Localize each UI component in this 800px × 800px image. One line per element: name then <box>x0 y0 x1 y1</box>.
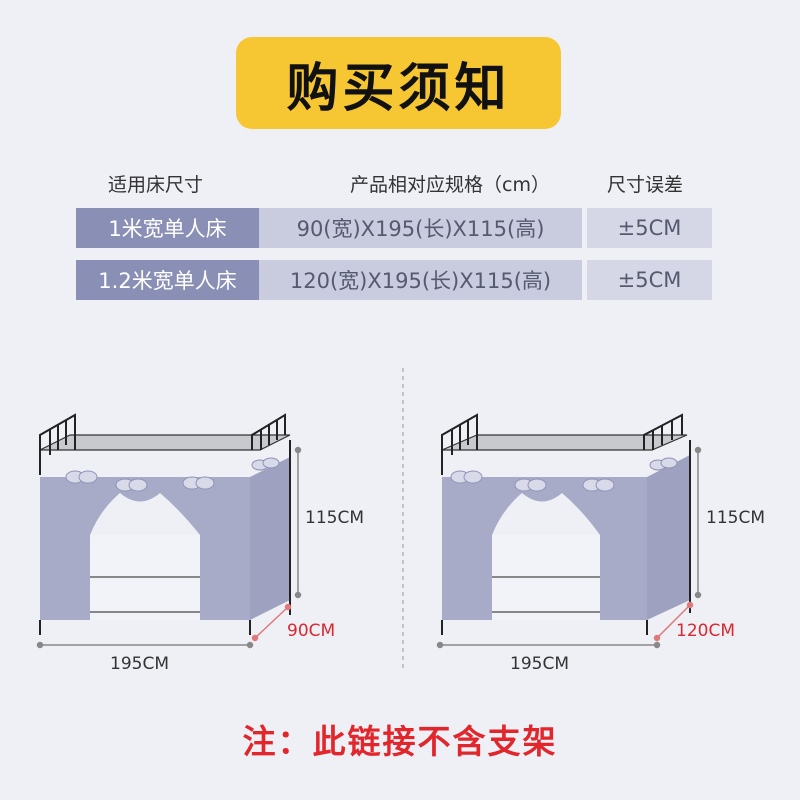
disclaimer-note: 注：此链接不含支架 <box>242 722 558 761</box>
tolerance-cell: ±5CM <box>587 208 712 248</box>
header-tolerance: 尺寸误差 <box>607 174 684 196</box>
width-label: 120CM <box>676 621 735 641</box>
bed-size-cell: 1.2米宽单人床 <box>76 260 259 300</box>
table-row: 1米宽单人床 90(宽)X195(长)X115(高) ±5CM <box>76 208 712 248</box>
height-label: 115CM <box>706 508 765 528</box>
bed-size-cell: 1米宽单人床 <box>76 208 259 248</box>
spec-cell: 90(宽)X195(长)X115(高) <box>259 208 582 248</box>
width-label: 90CM <box>287 621 336 641</box>
bed-illustration-120 <box>436 413 702 649</box>
length-label: 195CM <box>510 654 569 674</box>
bed-illustration-90 <box>36 413 302 649</box>
tolerance-cell: ±5CM <box>587 260 712 300</box>
page-title: 购买须知 <box>236 37 561 129</box>
header-bed-size: 适用床尺寸 <box>108 174 204 196</box>
length-label: 195CM <box>110 654 169 674</box>
header-spec: 产品相对应规格（cm） <box>350 174 550 196</box>
divider <box>402 368 404 668</box>
height-label: 115CM <box>305 508 364 528</box>
spec-cell: 120(宽)X195(长)X115(高) <box>259 260 582 300</box>
table-row: 1.2米宽单人床 120(宽)X195(长)X115(高) ±5CM <box>76 260 712 300</box>
